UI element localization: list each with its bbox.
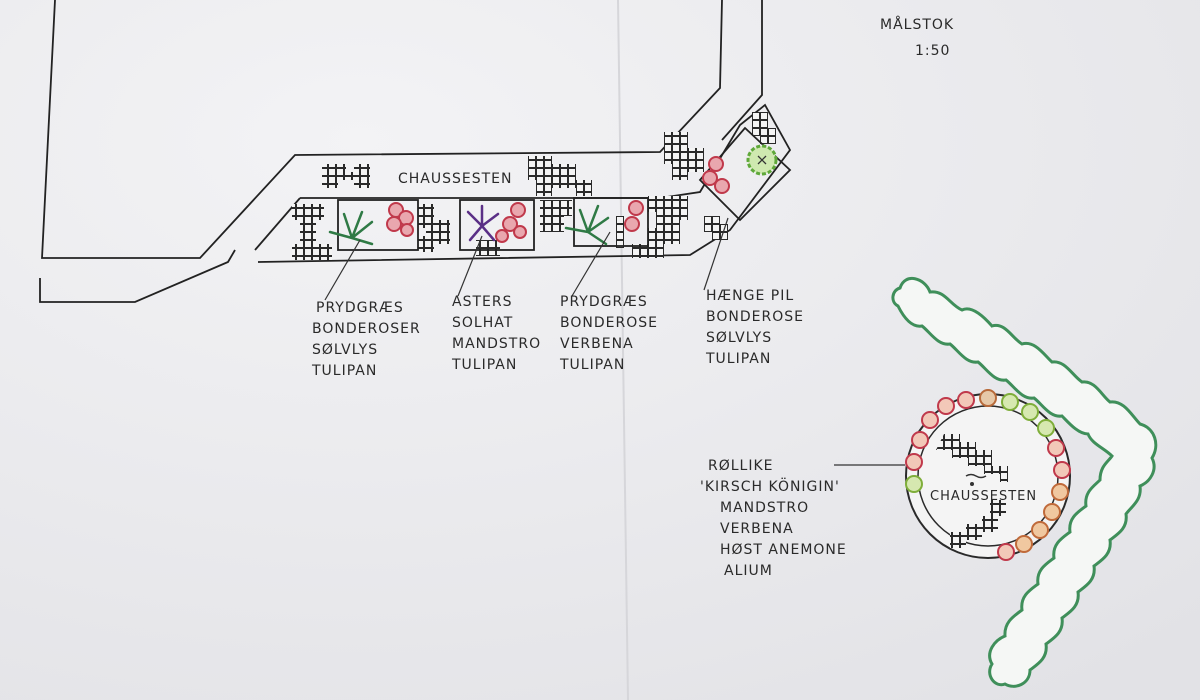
plot-outline: [39, 0, 763, 303]
grass-icon: [328, 210, 374, 246]
circle-bed-label: CHAUSSESTEN: [930, 489, 1037, 504]
planting-beds: [337, 126, 792, 251]
plant-name: 'KIRSCH KÖNIGIN': [700, 477, 840, 495]
plant-name: VERBENA: [560, 336, 634, 352]
hedge-icon: [891, 277, 1158, 688]
scale-ratio: 1:50: [915, 43, 950, 59]
rose-icon: [624, 200, 644, 232]
scale-title: MÅLSTOK: [880, 16, 954, 33]
plant-name: BONDEROSER: [312, 321, 421, 337]
plant-name: ASTERS: [452, 294, 512, 310]
leader-lines: [324, 217, 905, 466]
paper-fold: [617, 0, 629, 700]
plant-name: PRYDGRÆS: [316, 300, 404, 316]
bed-label-3: PRYDGRÆS BONDEROSE VERBENA TULIPAN: [559, 294, 658, 373]
plant-name: BONDEROSE: [560, 315, 658, 331]
plant-name: RØLLIKE: [708, 458, 774, 474]
circle-bed-plant-list: RØLLIKE 'KIRSCH KÖNIGIN' MANDSTRO VERBEN…: [700, 458, 847, 579]
bed-2: [459, 199, 535, 251]
plant-name: MANDSTRO: [720, 500, 809, 516]
cobblestone-patches: [292, 112, 776, 260]
plant-name: SØLVLYS: [312, 342, 378, 358]
plant-name: HÆNGE PIL: [706, 288, 794, 304]
plant-name: BONDEROSE: [706, 309, 804, 325]
rose-icon: [495, 202, 527, 243]
plant-name: MANDSTRO: [452, 336, 541, 352]
path-label: CHAUSSESTEN: [398, 171, 513, 187]
plant-name: VERBENA: [720, 521, 794, 537]
bed-4: [698, 126, 792, 222]
rose-icon: [702, 156, 730, 194]
circle-cobblestones: [936, 434, 1008, 548]
willow-icon: [746, 144, 778, 176]
bed-3: [573, 197, 649, 247]
plant-name: TULIPAN: [705, 351, 771, 367]
plant-name: PRYDGRÆS: [560, 294, 648, 310]
circle-bed-plants: [905, 389, 1071, 561]
plant-name: TULIPAN: [451, 357, 517, 373]
bed-label-2: ASTERS SOLHAT MANDSTRO TULIPAN: [451, 294, 541, 373]
plant-name: SOLHAT: [452, 315, 513, 331]
grass-icon: [564, 204, 610, 246]
bed-label-1: PRYDGRÆS BONDEROSER SØLVLYS TULIPAN: [311, 300, 421, 379]
bed-1: [337, 199, 419, 251]
bed-label-4: HÆNGE PIL BONDEROSE SØLVLYS TULIPAN: [705, 288, 804, 367]
rose-icon: [386, 202, 414, 237]
plant-name: ALIUM: [724, 563, 773, 579]
circle-bed: CHAUSSESTEN: [905, 389, 1071, 561]
plant-name: TULIPAN: [311, 363, 377, 379]
plant-name: TULIPAN: [559, 357, 625, 373]
plant-name: SØLVLYS: [706, 330, 772, 346]
aster-icon: [466, 204, 500, 242]
plant-name: HØST ANEMONE: [720, 542, 847, 558]
